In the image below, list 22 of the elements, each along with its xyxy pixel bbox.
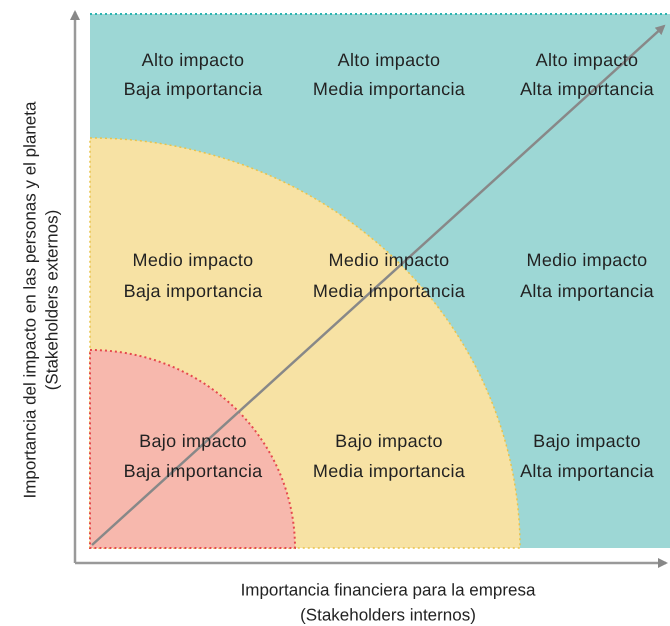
importance-label: Media importancia [312, 80, 466, 98]
importance-label: Baja importancia [124, 80, 262, 98]
importance-label: Baja importancia [124, 282, 262, 300]
axis-title: Importancia financiera para la empresa [240, 582, 536, 598]
impact-label: Alto impacto [338, 51, 440, 69]
impact-label: Medio impacto [526, 251, 648, 269]
importance-label: Media importancia [312, 462, 466, 480]
impact-label: Bajo impacto [335, 432, 443, 450]
importance-label: Media importancia [312, 282, 466, 300]
importance-label: Alta importancia [520, 462, 654, 480]
impact-label: Bajo impacto [139, 432, 247, 450]
importance-label: Baja importancia [124, 462, 262, 480]
axis-title: (Stakeholders internos) [300, 606, 476, 624]
axis-title: Importancia del impacto en las personas y el planeta [22, 102, 38, 498]
impact-label: Medio impacto [132, 251, 254, 269]
impact-label: Bajo impacto [533, 432, 641, 450]
importance-label: Alta importancia [520, 282, 654, 300]
impact-label: Alto impacto [142, 51, 244, 69]
axis-title: (Stakeholders externos) [44, 210, 60, 390]
importance-label: Alta importancia [520, 80, 654, 98]
impact-label: Alto impacto [536, 51, 638, 69]
impact-label: Medio impacto [328, 251, 450, 269]
